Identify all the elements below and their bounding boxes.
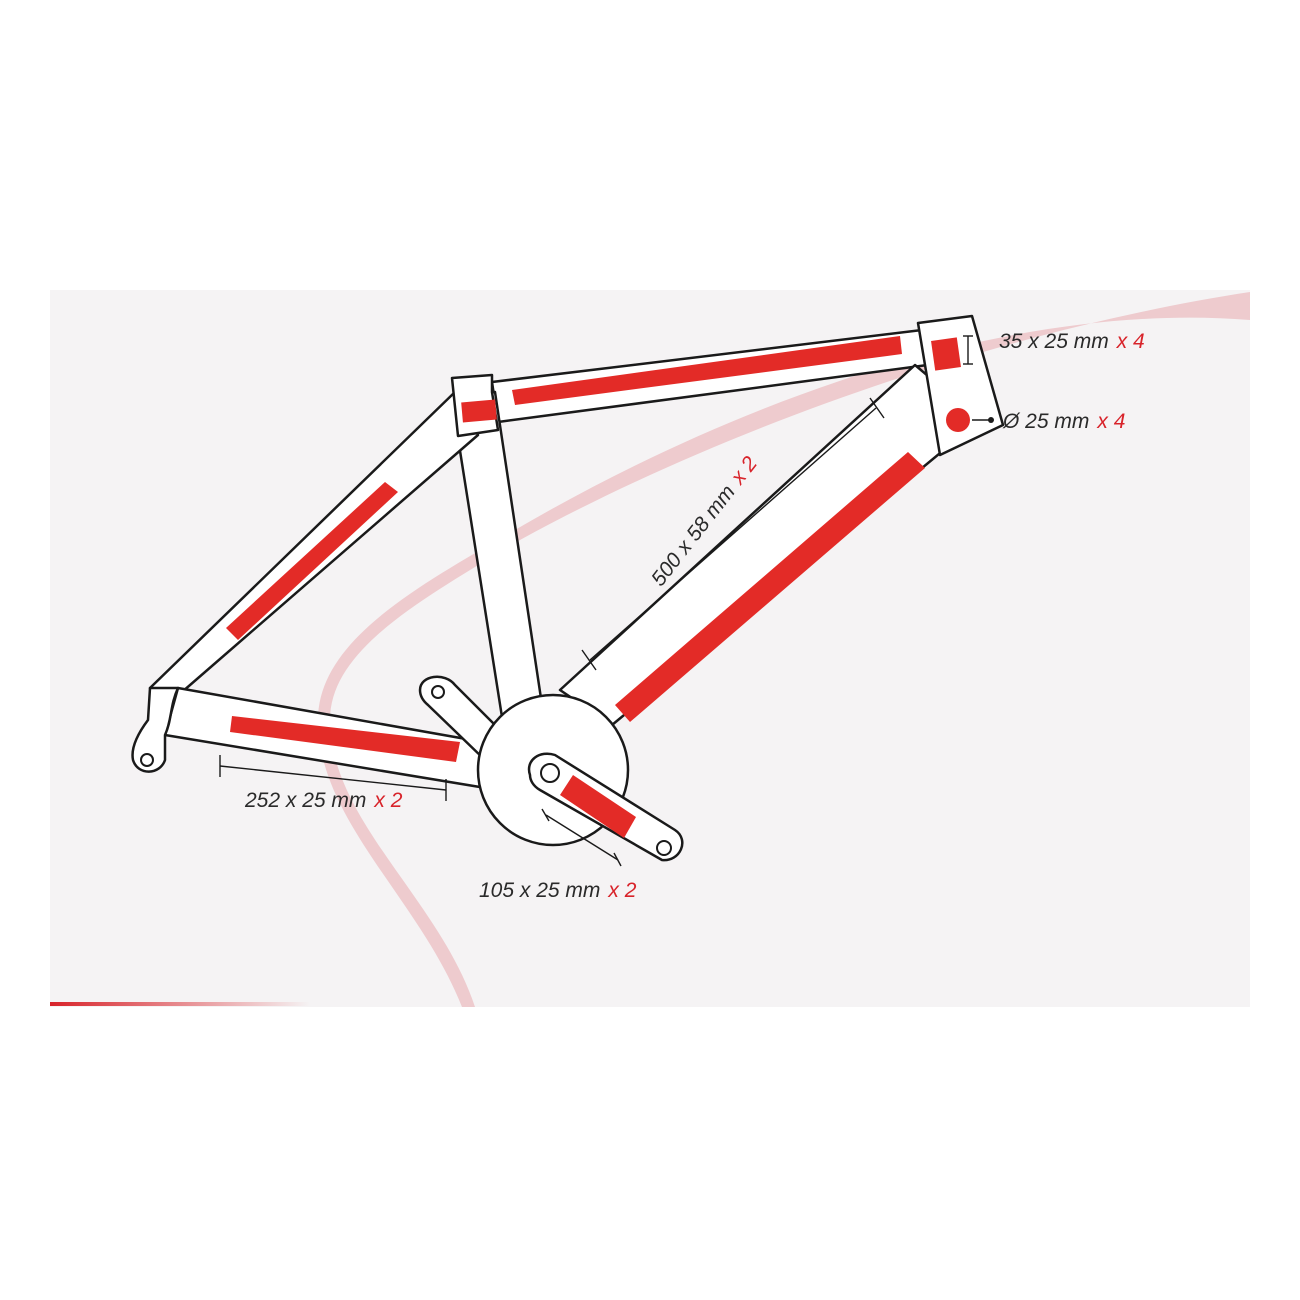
label-crank-qty: x 2 [608,879,637,902]
rear-crank-hole [431,685,445,699]
label-head-patch: 35 x 25 mm x 4 [999,331,1145,352]
label-chainstay-qty: x 2 [374,789,403,812]
sticker-chainstay [230,716,460,762]
sticker-top-tube [512,336,902,405]
dim-chainstay-line [219,765,447,791]
sticker-seat-cluster [461,399,497,423]
accent-line [50,1002,310,1006]
sticker-crank [560,775,636,838]
label-chainstay-size: 252 x 25 mm [245,789,367,812]
sticker-head-patch [931,337,961,371]
rear-dropout [131,686,180,773]
dropout-hole [140,753,154,767]
label-chainstay: 252 x 25 mm x 2 [245,790,402,811]
label-round-patch-size: Ø 25 mm [1003,410,1090,433]
label-round-patch-qty: x 4 [1097,410,1126,433]
dimension-lines [219,335,990,867]
dim-down-tube-line [589,407,877,661]
label-round-patch: Ø 25 mm x 4 [1003,411,1125,432]
dim-crank-line [545,814,619,861]
label-crank-size: 105 x 25 mm [479,879,601,902]
crank-spindle-hole [540,763,560,783]
label-head-patch-size: 35 x 25 mm [999,330,1109,353]
label-crank: 105 x 25 mm x 2 [479,880,636,901]
round-patch-dot [988,417,994,423]
sticker-round-patch [946,408,970,432]
pedal-hole [656,840,672,856]
label-head-patch-qty: x 4 [1116,330,1145,353]
sticker-down-tube [615,452,925,722]
sticker-seat-stay [226,482,398,640]
seat-stay [148,390,480,694]
